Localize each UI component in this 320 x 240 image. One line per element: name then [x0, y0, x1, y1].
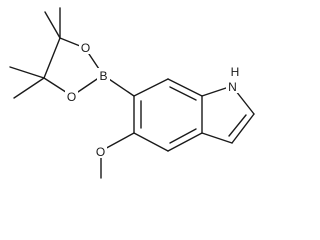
bond-c2-c3 [231, 113, 255, 144]
bond-c6-c7 [133, 78, 169, 97]
atom-o-lower: O [67, 90, 76, 104]
atom-o-methoxy: O [96, 145, 105, 159]
bond-methyl-3 [9, 66, 45, 79]
bond-methyl-4 [13, 77, 45, 99]
atom-h-indole: H [231, 65, 240, 79]
bond-c3a-c4-inner [169, 128, 197, 144]
bond-c3a-c4 [167, 132, 203, 152]
atom-b: B [99, 69, 107, 83]
bond-c3-c3a [201, 132, 233, 144]
bond-c7-c7a [167, 78, 203, 97]
atom-o-upper: O [81, 41, 90, 55]
atom-n-indole: N [228, 80, 237, 94]
bond-c2-c3-inner [228, 114, 247, 137]
bond-c2-c1 [43, 37, 61, 79]
bond-methyl-1 [44, 11, 61, 39]
molecule-structure: O B O O N H [9, 7, 255, 179]
bond-c7-c7a-inner [169, 86, 197, 101]
bond-c4-c5 [133, 132, 169, 152]
